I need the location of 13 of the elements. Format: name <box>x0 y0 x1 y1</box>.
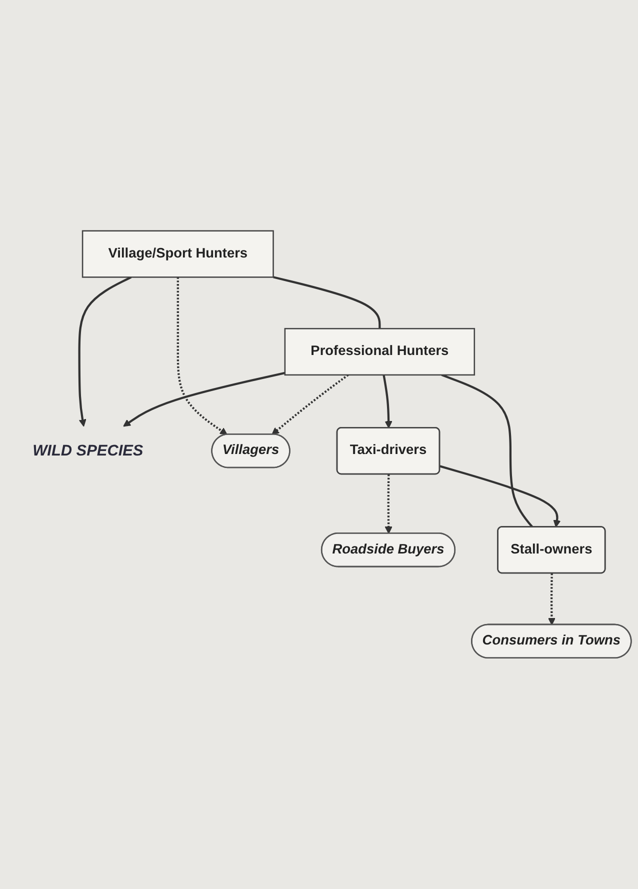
arrow <box>548 574 556 626</box>
arrow <box>123 372 286 427</box>
connector <box>273 276 381 329</box>
arrow <box>384 474 392 534</box>
connector <box>441 374 534 528</box>
arrow <box>272 374 349 435</box>
node-box: Professional Hunters <box>284 328 476 376</box>
arrow <box>382 374 392 429</box>
arrow <box>176 277 228 436</box>
arrow <box>440 465 561 528</box>
node-text: WILD SPECIES <box>32 442 144 460</box>
node-box: Village/Sport Hunters <box>82 230 274 278</box>
arrow <box>78 276 132 427</box>
